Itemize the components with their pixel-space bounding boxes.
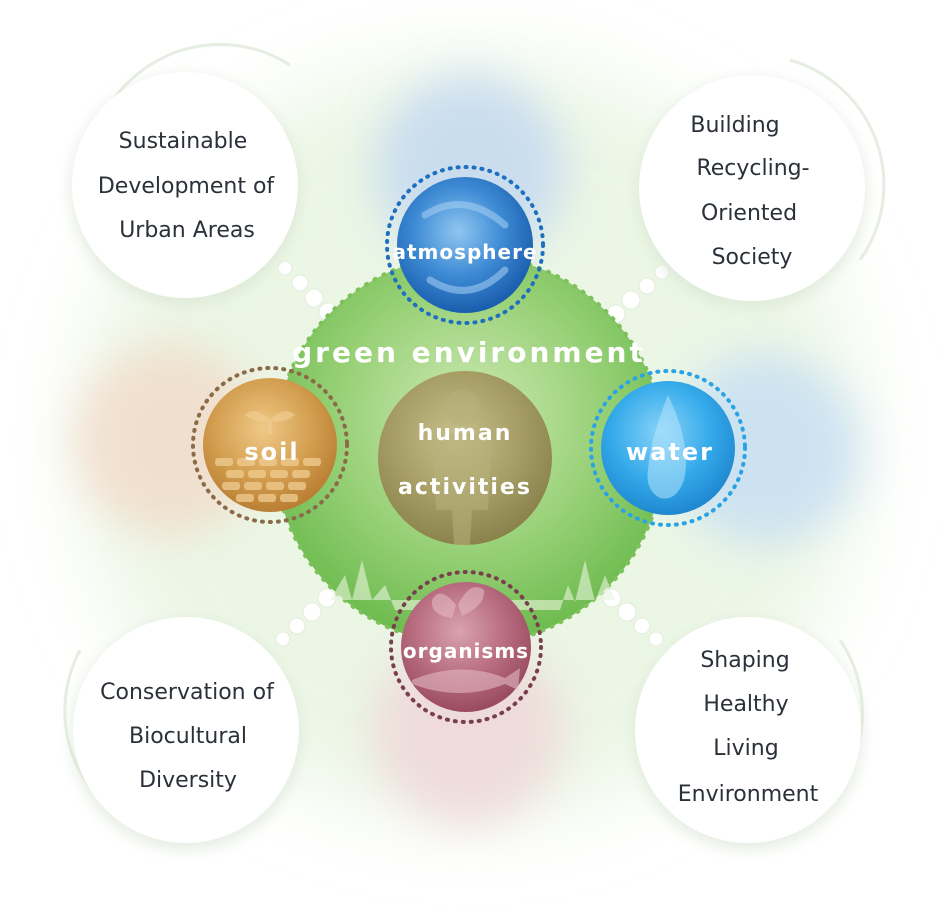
goal-top-left: [70, 43, 300, 305]
human-activities-label-line2: activities: [398, 475, 532, 500]
goal-top-right: [637, 58, 886, 308]
sprout-icon: [245, 411, 295, 434]
goal-top-left-line1: Sustainable: [119, 129, 248, 154]
goal-top-right-line2: Recycling-: [696, 156, 809, 181]
goal-top-left-line3: Urban Areas: [119, 218, 255, 243]
soil-circle: [191, 366, 349, 524]
organisms-label: organisms: [403, 639, 529, 663]
water-circle: [589, 369, 747, 527]
goal-bottom-right: [633, 617, 864, 850]
goal-top-right-line4: Society: [712, 245, 793, 270]
goal-top-right-line3: Oriented: [701, 201, 797, 226]
human-activities-label-line1: human: [418, 421, 513, 446]
goal-bottom-left-line2: Biocultural: [129, 724, 247, 749]
goal-bottom-right-line3: Living: [713, 736, 778, 761]
goal-bottom-left-line3: Diversity: [139, 768, 237, 793]
brick-pattern-icon: [215, 458, 321, 502]
fish-icon: [412, 668, 520, 693]
goal-top-right-line1: Building: [690, 113, 779, 138]
soil-label: soil: [244, 438, 299, 466]
goal-bottom-right-line1: Shaping: [700, 648, 789, 673]
goal-top-left-line2: Development of: [98, 174, 276, 199]
person-silhouette-icon: [432, 390, 492, 545]
water-label: water: [626, 438, 714, 466]
atmosphere-circle: [385, 165, 545, 325]
atmosphere-label: atmosphere: [392, 240, 537, 264]
butterfly-icon: [431, 587, 485, 618]
wind-swirl-icon: [421, 201, 509, 294]
organisms-circle: [389, 570, 543, 724]
human-activities-circle: [378, 371, 552, 545]
goal-bottom-right-line2: Healthy: [703, 692, 788, 717]
goal-bottom-right-line4: Environment: [678, 782, 819, 807]
goal-bottom-left: [63, 617, 301, 850]
green-environment-title: green environment: [292, 336, 646, 369]
water-drop-icon: [647, 395, 686, 499]
goal-bottom-left-line1: Conservation of: [100, 680, 275, 705]
